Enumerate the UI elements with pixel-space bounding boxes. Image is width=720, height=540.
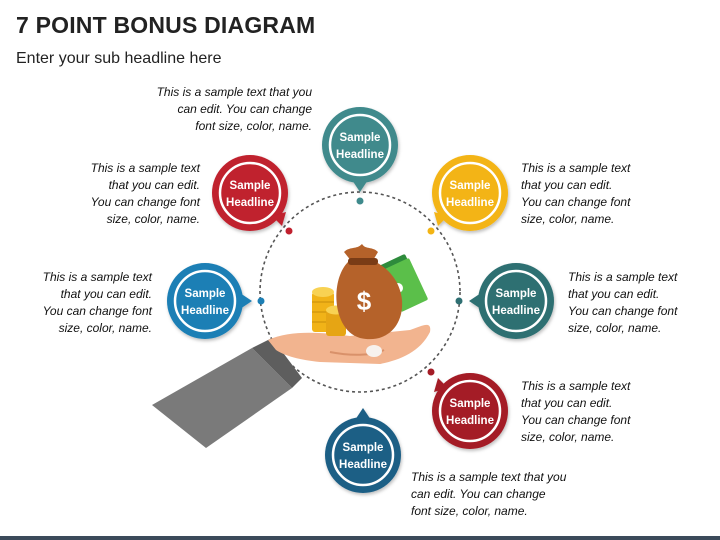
node-upper-right-label-2: Headline (446, 197, 494, 209)
hand-holding-money-bag-icon: $ (152, 244, 431, 448)
ring-dot-top (356, 197, 364, 205)
node-top-label-1: Sample (340, 132, 381, 144)
headline-node-upper-left[interactable] (212, 155, 288, 231)
node-bottom-label-2: Headline (339, 459, 387, 471)
node-left-text: This is a sample text that you can edit.… (42, 270, 152, 335)
node-left-label-1: Sample (185, 288, 226, 300)
node-upper-left-label-1: Sample (230, 180, 271, 192)
node-right-text: This is a sample text that you can edit.… (568, 270, 678, 335)
bottom-bar (0, 536, 720, 540)
headline-node-lower-right[interactable] (432, 373, 508, 449)
node-left-label-2: Headline (181, 305, 229, 317)
node-top-text: This is a sample text that you can edit.… (156, 85, 312, 133)
ring-dot-right (455, 297, 463, 305)
svg-text:$: $ (357, 286, 372, 316)
page-subtitle: Enter your sub headline here (16, 50, 222, 67)
headline-node-right[interactable] (469, 263, 554, 339)
ring-dot-left (257, 297, 265, 305)
headline-node-upper-right[interactable] (432, 155, 508, 231)
node-top-label-2: Headline (336, 149, 384, 161)
node-upper-right-text: This is a sample text that you can edit.… (521, 161, 631, 226)
page-title: 7 POINT BONUS DIAGRAM (16, 12, 316, 38)
node-lower-right-label-2: Headline (446, 415, 494, 427)
ring-dot-lower-right (427, 368, 435, 376)
ring-dot-upper-right (427, 227, 435, 235)
ring-dot-upper-left (285, 227, 293, 235)
headline-node-bottom[interactable] (325, 408, 401, 493)
node-upper-left-label-2: Headline (226, 197, 274, 209)
node-bottom-label-1: Sample (343, 442, 384, 454)
node-lower-right-text: This is a sample text that you can edit.… (521, 379, 631, 444)
node-right-label-1: Sample (496, 288, 537, 300)
node-upper-left-text: This is a sample text that you can edit.… (90, 161, 200, 226)
node-bottom-text: This is a sample text that you can edit.… (411, 470, 567, 518)
headline-node-top[interactable] (322, 107, 398, 192)
headline-node-left[interactable] (167, 263, 252, 339)
node-upper-right-label-1: Sample (450, 180, 491, 192)
node-lower-right-label-1: Sample (450, 398, 491, 410)
node-right-label-2: Headline (492, 305, 540, 317)
